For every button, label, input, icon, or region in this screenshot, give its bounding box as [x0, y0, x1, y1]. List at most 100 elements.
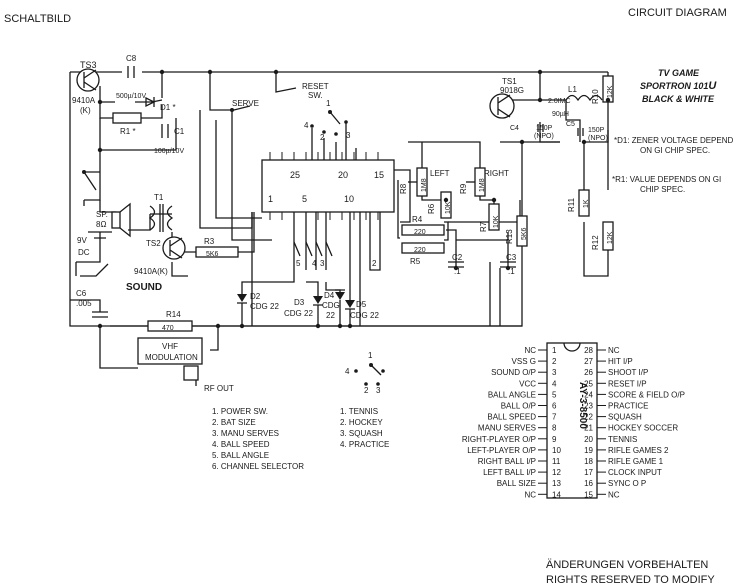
game-legend-item: 1. TENNIS — [340, 407, 378, 416]
d3-diode: D3 CDG 22 — [284, 296, 323, 326]
serve-switch: SERVE — [230, 99, 259, 112]
svg-text:R1 *: R1 * — [120, 127, 136, 136]
chip-pin-label-right: SCORE & FIELD O/P — [608, 390, 685, 399]
svg-text:R8: R8 — [399, 183, 408, 194]
chip-pin-label-left: BALL SIZE — [497, 479, 536, 488]
chip-pin-number-left: 6 — [552, 402, 557, 411]
chip-pin-number-right: 16 — [584, 479, 593, 488]
reset-switch: RESET SW. — [302, 82, 329, 100]
svg-text:12K: 12K — [607, 231, 614, 244]
svg-text:R6: R6 — [427, 203, 436, 214]
product-line-1: TV GAME — [658, 68, 700, 78]
chip-pin-label-right: NC — [608, 346, 620, 355]
svg-text:20: 20 — [338, 170, 348, 180]
svg-text:5: 5 — [296, 259, 301, 268]
svg-text:12K: 12K — [607, 85, 614, 98]
d5-diode: D5 CDG 22 — [345, 300, 379, 326]
svg-text:(NPO): (NPO) — [588, 135, 608, 142]
svg-text:9018G: 9018G — [500, 86, 524, 95]
chip-pin-number-right: 15 — [584, 490, 593, 499]
chip-pin-label-left: RIGHT BALL I/P — [478, 457, 536, 466]
svg-text:9V: 9V — [77, 236, 87, 245]
chip-pin-number-right: 25 — [584, 379, 593, 388]
chip-pin-number-right: 21 — [584, 424, 593, 433]
svg-text:4: 4 — [312, 259, 317, 268]
r11-resistor: R11 1K — [567, 189, 590, 217]
rf-out-label: RF OUT — [204, 384, 234, 393]
svg-text:10K: 10K — [493, 215, 500, 228]
svg-text:4: 4 — [304, 121, 309, 130]
svg-text:CDG 22: CDG 22 — [350, 311, 379, 320]
l1-inductor: L1 2.0IMC 90µH — [548, 85, 603, 118]
chip-pin-number-right: 23 — [584, 402, 593, 411]
product-line-3: BLACK & WHITE — [642, 94, 715, 104]
svg-text:C2: C2 — [452, 253, 463, 262]
t1-transformer: T1 — [148, 193, 174, 232]
chip-pin-number-right: 22 — [584, 413, 593, 422]
circuit-diagram-title: CIRCUIT DIAGRAM — [628, 7, 727, 19]
svg-text:22: 22 — [326, 311, 335, 320]
chip-pin-number-right: 18 — [584, 457, 593, 466]
note-d1: *D1: ZENER VOLTAGE DEPEND — [614, 136, 734, 145]
svg-text:1: 1 — [368, 351, 373, 360]
chip-pin-label-right: TENNIS — [608, 435, 637, 444]
svg-text:SP.: SP. — [96, 210, 108, 219]
vhf-modulator: VHF MODULATION RF OUT — [137, 337, 234, 393]
chip-pin-number-right: 28 — [584, 346, 593, 355]
svg-text:MODULATION: MODULATION — [145, 353, 198, 362]
svg-text:25: 25 — [290, 170, 300, 180]
svg-text:R12: R12 — [591, 235, 600, 250]
svg-text:R9: R9 — [459, 183, 468, 194]
power-switch — [82, 170, 97, 206]
c8-capacitor: C8 500µ/10V — [116, 54, 146, 100]
svg-text:1M8: 1M8 — [479, 178, 486, 192]
svg-text:8Ω: 8Ω — [96, 220, 106, 229]
svg-text:R13: R13 — [505, 229, 514, 244]
c4-capacitor: C4 150P (NPO) — [510, 124, 554, 140]
chip-pin-label-left: BALL ANGLE — [488, 390, 536, 399]
svg-text:R7: R7 — [479, 221, 488, 232]
svg-text:5K6: 5K6 — [206, 251, 219, 258]
svg-text:220: 220 — [414, 247, 426, 254]
svg-text:150P: 150P — [588, 127, 605, 134]
chip-pin-label-right: RIFLE GAMES 2 — [608, 446, 669, 455]
svg-text:9410A(K): 9410A(K) — [134, 267, 168, 276]
chip-pin-label-left: MANU SERVES — [478, 424, 536, 433]
ts3-transistor: TS3 9410A (K) — [72, 60, 100, 115]
chip-pin-label-left: LEFT-PLAYER O/P — [467, 446, 536, 455]
chip-pin-number-left: 11 — [552, 457, 561, 466]
chip-pin-label-left: BALL SPEED — [487, 413, 536, 422]
game-selector-switch: 1 4 2 3 — [304, 99, 351, 142]
svg-text:3: 3 — [346, 131, 351, 140]
game-legend-item: 4. PRACTICE — [340, 440, 389, 449]
svg-text:VHF: VHF — [162, 342, 178, 351]
svg-text:D5: D5 — [356, 300, 367, 309]
svg-text:D4: D4 — [324, 291, 335, 300]
chip-pin-number-right: 17 — [584, 468, 593, 477]
svg-text:10K: 10K — [445, 201, 452, 214]
r9-potentiometer: R9 1M8 RIGHT — [459, 167, 509, 197]
main-wiring — [69, 71, 609, 386]
chip-pin-number-right: 24 — [584, 390, 593, 399]
sound-label: SOUND — [126, 282, 162, 293]
svg-text:5K6: 5K6 — [521, 227, 528, 240]
svg-text:15: 15 — [374, 170, 384, 180]
svg-text:R5: R5 — [410, 257, 421, 266]
switch-legend: 1. POWER SW. 2. BAT SIZE 3. MANU SERVES … — [212, 407, 304, 471]
svg-text:TS3: TS3 — [80, 60, 97, 70]
chip-pin-number-left: 4 — [552, 379, 557, 388]
svg-text:R4: R4 — [412, 215, 423, 224]
svg-text:R11: R11 — [567, 197, 576, 212]
switch-bank: 5 4 3 2 — [293, 241, 377, 268]
chip-pin-number-left: 14 — [552, 490, 561, 499]
chip-pin-label-left: RIGHT-PLAYER O/P — [462, 435, 536, 444]
svg-text:500µ/10V: 500µ/10V — [116, 93, 146, 100]
svg-text:.1: .1 — [508, 267, 515, 276]
chip-pin-number-left: 1 — [552, 346, 557, 355]
svg-text:RESET: RESET — [302, 82, 329, 91]
chip-pin-number-left: 5 — [552, 390, 557, 399]
r1-resistor: R1 * — [112, 112, 142, 136]
r3-resistor: R3 5K6 — [195, 237, 239, 258]
